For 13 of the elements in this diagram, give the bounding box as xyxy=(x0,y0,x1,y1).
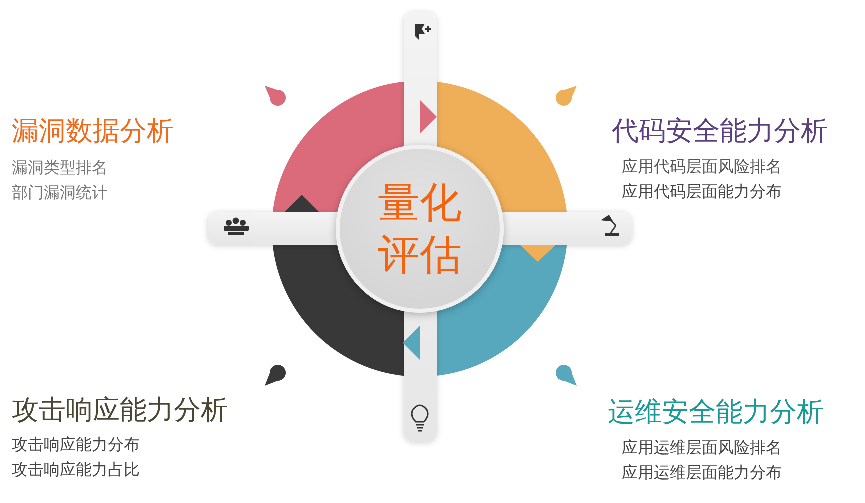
section-heading: 运维安全能力分析 xyxy=(608,397,824,430)
list-item: 应用代码层面风险排名 xyxy=(622,157,782,176)
list-item: 攻击响应能力占比 xyxy=(12,460,140,480)
section-heading: 漏洞数据分析 xyxy=(12,116,174,148)
list-item: 应用代码层面能力分布 xyxy=(622,182,782,202)
center-title: 量化评估 xyxy=(377,176,463,281)
list-item: 漏洞类型排名 xyxy=(12,158,108,178)
list-item: 应用运维层面风险排名 xyxy=(622,438,782,458)
list-item: 攻击响应能力分布 xyxy=(12,435,140,454)
section-heading: 代码安全能力分析 xyxy=(612,116,828,148)
list-item: 部门漏洞统计 xyxy=(12,183,108,202)
section-heading: 攻击响应能力分析 xyxy=(12,395,228,428)
list-item: 应用运维层面能力分布 xyxy=(622,463,782,482)
